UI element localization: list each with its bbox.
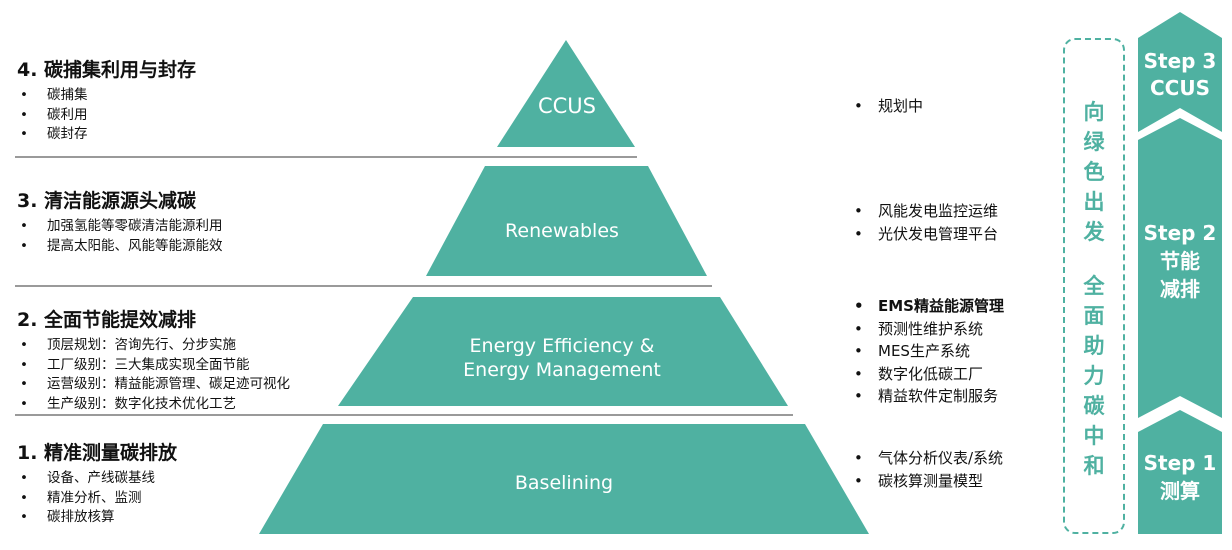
section-title: 2. 全面节能提效减排	[17, 309, 197, 331]
tier-ccus-shape	[497, 40, 635, 147]
step-1-line1: Step 1	[1143, 451, 1217, 475]
slogan-char: 面	[1083, 304, 1105, 328]
list-item: 精益软件定制服务	[851, 385, 1004, 408]
list-item: 提高太阳能、风能等能源能效	[17, 237, 223, 257]
separator-line	[15, 156, 637, 158]
right-block-efficiency: EMS精益能源管理 预测性维护系统 MES生产系统 数字化低碳工厂 精益软件定制…	[851, 295, 1004, 408]
slogan-char: 助	[1083, 334, 1105, 358]
left-block-efficiency: 2. 全面节能提效减排 顶层规划：咨询先行、分步实施 工厂级别：三大集成实现全面…	[17, 305, 290, 414]
list-item: 数字化低碳工厂	[851, 363, 1004, 386]
section-title: 3. 清洁能源源头减碳	[17, 190, 197, 212]
slogan-char: 中	[1083, 424, 1105, 448]
left-block-renewables: 3. 清洁能源源头减碳 加强氢能等零碳清洁能源利用 提高太阳能、风能等能源能效	[17, 186, 223, 256]
slogan-char: 碳	[1083, 394, 1105, 418]
step-2-line3: 减排	[1160, 277, 1200, 301]
list-item: 气体分析仪表/系统	[851, 447, 1003, 470]
vertical-slogan: 向 绿 色 出 发 全 面 助 力 碳 中 和	[1063, 38, 1125, 534]
tier-renewables-shape	[426, 166, 707, 276]
slogan-char: 发	[1083, 220, 1105, 244]
list-item: 设备、产线碳基线	[17, 469, 177, 489]
slogan-char: 出	[1083, 190, 1105, 214]
left-block-baselining: 1. 精准测量碳排放 设备、产线碳基线 精准分析、监测 碳排放核算	[17, 438, 177, 528]
step-1-line2: 测算	[1160, 479, 1200, 503]
step-3-line2: CCUS	[1150, 76, 1210, 100]
step-2-line1: Step 2	[1143, 221, 1217, 245]
list-item: 预测性维护系统	[851, 318, 1004, 341]
list-item: 碳核算测量模型	[851, 470, 1003, 493]
slogan-char: 向	[1083, 100, 1105, 124]
step-2-line2: 节能	[1160, 249, 1200, 273]
list-item: 生产级别：数字化技术优化工艺	[17, 395, 290, 415]
slogan-char: 色	[1083, 160, 1105, 184]
tier-ccus-label: CCUS	[538, 94, 596, 118]
list-item: 风能发电监控运维	[851, 200, 998, 223]
tier-renewables-label: Renewables	[505, 220, 619, 242]
separator-line	[15, 285, 712, 287]
tier-baselining-label: Baselining	[515, 472, 613, 494]
step-2-arrow	[1138, 118, 1222, 418]
list-item: MES生产系统	[851, 340, 1004, 363]
list-item: 碳捕集	[17, 86, 196, 106]
list-item: 精准分析、监测	[17, 489, 177, 509]
tier-efficiency-label-2: Energy Management	[463, 359, 661, 381]
section-title: 4. 碳捕集利用与封存	[17, 59, 197, 81]
list-item: 规划中	[851, 95, 923, 118]
list-item: 碳利用	[17, 106, 196, 126]
list-item: 碳封存	[17, 125, 196, 145]
slogan-char: 绿	[1083, 130, 1105, 154]
section-title: 1. 精准测量碳排放	[17, 442, 178, 464]
list-item: 碳排放核算	[17, 508, 177, 528]
step-1-arrow	[1138, 410, 1222, 534]
list-item: 光伏发电管理平台	[851, 223, 998, 246]
right-block-ccus: 规划中	[851, 95, 923, 118]
tier-efficiency-label-1: Energy Efficiency &	[470, 335, 655, 357]
right-block-renewables: 风能发电监控运维 光伏发电管理平台	[851, 200, 998, 245]
tier-efficiency-shape	[338, 297, 788, 406]
list-item: EMS精益能源管理	[851, 295, 1004, 318]
list-item: 运营级别：精益能源管理、碳足迹可视化	[17, 375, 290, 395]
right-block-baselining: 气体分析仪表/系统 碳核算测量模型	[851, 447, 1003, 492]
list-item: 工厂级别：三大集成实现全面节能	[17, 356, 290, 376]
slogan-char: 力	[1083, 364, 1105, 388]
slogan-char: 和	[1083, 454, 1105, 478]
list-item: 加强氢能等零碳清洁能源利用	[17, 217, 223, 237]
list-item: 顶层规划：咨询先行、分步实施	[17, 336, 290, 356]
left-block-ccus: 4. 碳捕集利用与封存 碳捕集 碳利用 碳封存	[17, 55, 196, 145]
slogan-char: 全	[1083, 274, 1105, 298]
separator-line	[15, 414, 793, 416]
tier-baselining-shape	[259, 424, 869, 534]
step-3-arrow	[1138, 12, 1222, 132]
step-3-line1: Step 3	[1143, 49, 1217, 73]
